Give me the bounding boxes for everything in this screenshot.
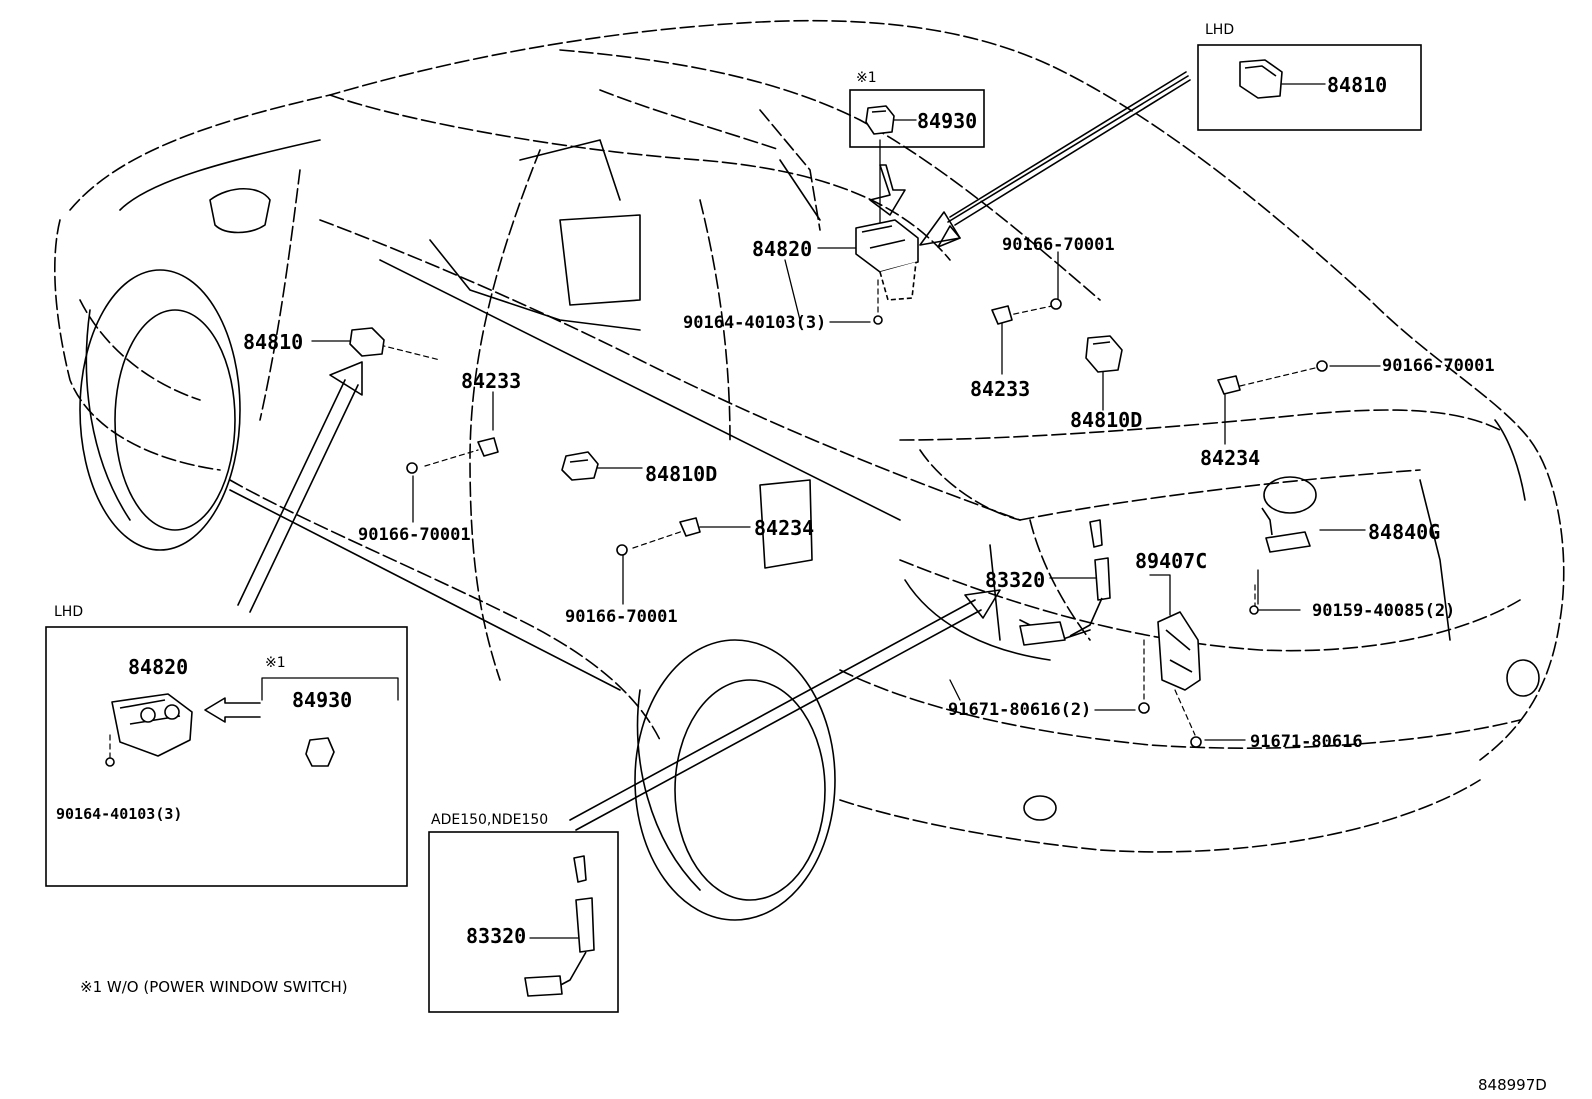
switch-84810-left [349, 327, 385, 357]
lhd-top-label: LHD [1205, 22, 1235, 38]
car-body-outline [54, 19, 1565, 853]
rear-wheel [634, 639, 836, 921]
part-84233-right: 84233 [970, 377, 1031, 401]
part-91671-80616-2: 91671-80616(2) [948, 700, 1092, 720]
part-90166-70001-left1: 90166-70001 [358, 525, 471, 545]
lhd-top-box [1197, 44, 1422, 131]
star1-top-label: ※1 [856, 70, 877, 86]
screws [105, 298, 1328, 767]
fastener-paths [109, 279, 1316, 761]
opener-switch-84840G [1261, 507, 1311, 553]
part-83320-mid: 83320 [985, 568, 1046, 592]
switch-84810D-left [561, 451, 599, 481]
switch-84930-top [865, 105, 895, 135]
part-90164-40103-3-inset: 90164-40103(3) [56, 805, 183, 823]
switch-84810D-right [1085, 335, 1123, 373]
front-wheel [79, 269, 241, 551]
lhd-bottom-box [45, 626, 408, 887]
footnote: ※1 W/O (POWER WINDOW SWITCH) [80, 978, 348, 996]
part-84840G: 84840G [1368, 520, 1441, 544]
switch-84930-inset [305, 737, 335, 767]
star1-top-box [849, 89, 985, 148]
part-83320-inset: 83320 [466, 924, 527, 948]
star1-inset-label: ※1 [265, 655, 286, 671]
fuel-lid [759, 479, 813, 569]
sensor-83320-inset [524, 855, 595, 997]
courtesy-switch-84233-right [991, 305, 1013, 325]
part-84820-inset: 84820 [128, 655, 189, 679]
part-90166-70001-left2: 90166-70001 [565, 607, 678, 627]
part-89407C: 89407C [1135, 549, 1208, 573]
leader-lines [261, 83, 1381, 939]
variant-box [428, 831, 619, 1013]
sensor-83320-mid [1019, 519, 1111, 646]
part-90166-70001-right: 90166-70001 [1382, 356, 1495, 376]
part-84234-left: 84234 [754, 516, 815, 540]
side-mirror [209, 188, 271, 234]
courtesy-switch-84233-left [477, 437, 499, 457]
master-switch-84820-top [855, 219, 919, 301]
part-90164-40103-3: 90164-40103(3) [683, 313, 827, 333]
part-84810D-left: 84810D [645, 462, 718, 486]
pointer-arrows [204, 71, 1191, 831]
rear-fog-lamp-right [1506, 659, 1540, 697]
drawing-id: 848997D [1478, 1076, 1547, 1094]
part-84810D-right: 84810D [1070, 408, 1143, 432]
variant-label: ADE150,NDE150 [431, 812, 549, 828]
part-90166-70001-a: 90166-70001 [1002, 235, 1115, 255]
part-90159-40085-2: 90159-40085(2) [1312, 601, 1456, 621]
rear-fog-lamp-left [1023, 795, 1057, 821]
part-91671-80616: 91671-80616 [1250, 732, 1363, 752]
switch-84810-boxed [1239, 59, 1283, 99]
part-84810-boxed: 84810 [1327, 73, 1388, 97]
lhd-bottom-label: LHD [54, 604, 84, 620]
part-84233-left: 84233 [461, 369, 522, 393]
courtesy-switch-84234-left [679, 517, 701, 537]
master-switch-84820-inset [111, 693, 193, 757]
part-84234-right: 84234 [1200, 446, 1261, 470]
part-84810-left: 84810 [243, 330, 304, 354]
lock-assy-89407C [1157, 611, 1201, 691]
part-84930-inset: 84930 [292, 688, 353, 712]
courtesy-switch-84234-right [1217, 375, 1241, 395]
emblem [1263, 476, 1317, 514]
part-84820-top: 84820 [752, 237, 813, 261]
part-84930-top: 84930 [917, 109, 978, 133]
